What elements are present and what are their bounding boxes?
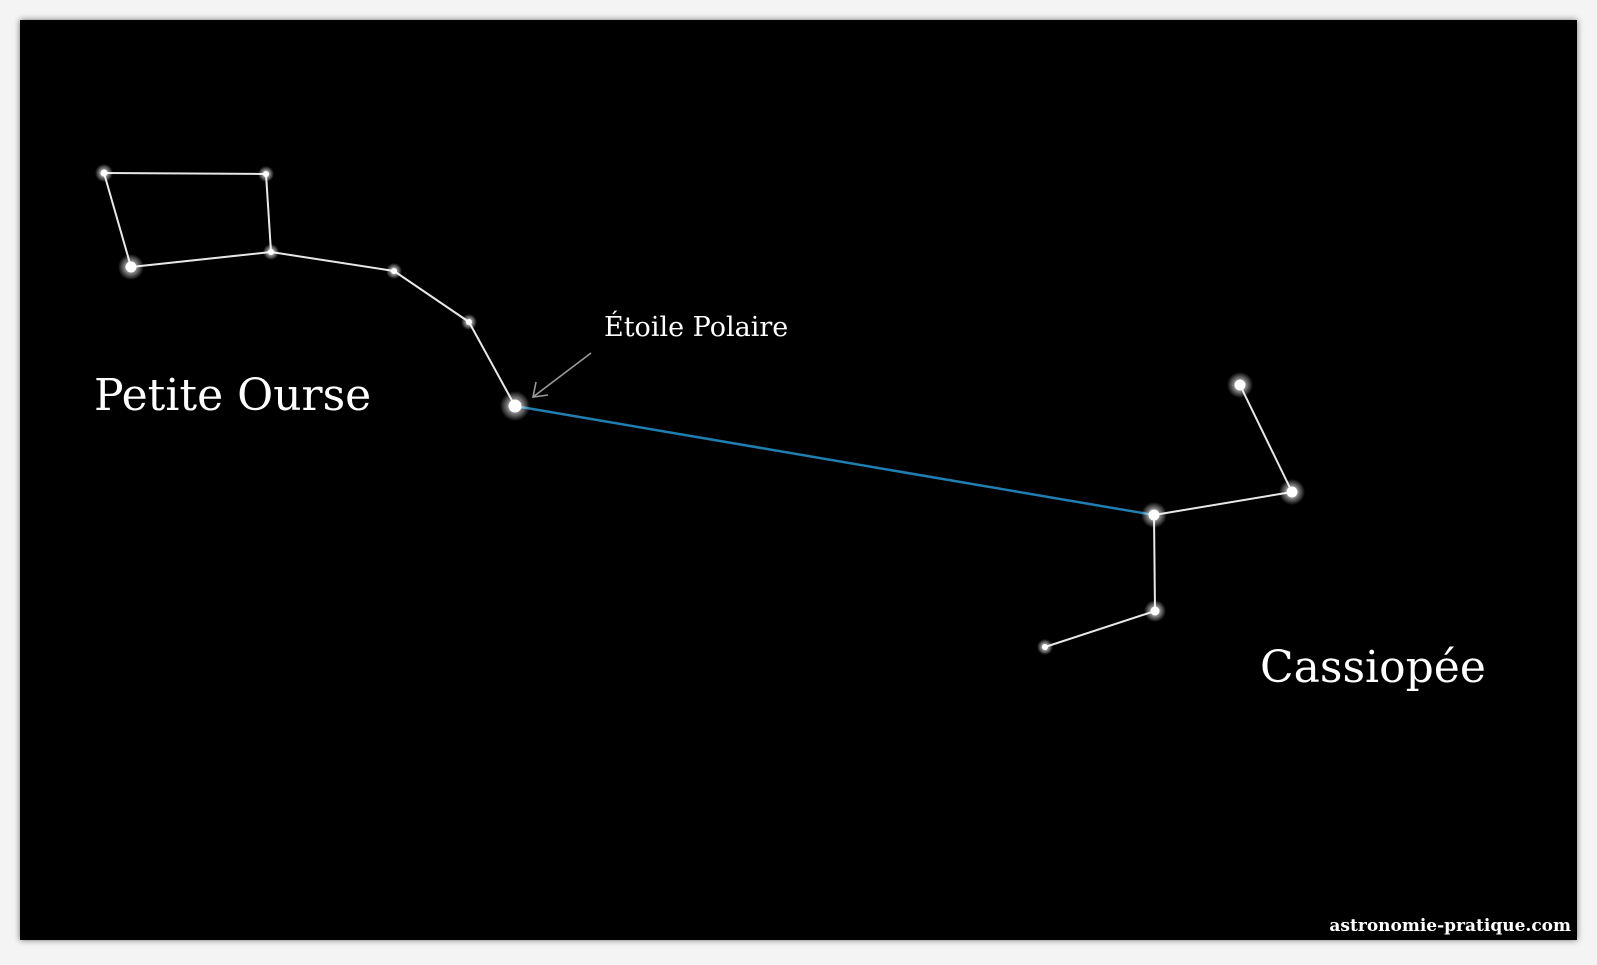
pointer-line: [514, 404, 1155, 517]
little-dipper-line: [130, 251, 272, 268]
little-dipper-label: Petite Ourse: [94, 370, 371, 421]
little-dipper-line: [393, 270, 470, 323]
little-dipper-line: [265, 173, 272, 253]
star-icon: [461, 314, 477, 330]
star-icon: [95, 164, 113, 182]
little-dipper-lines: [103, 172, 516, 407]
cassiopeia-line: [1153, 514, 1156, 612]
stars: [95, 164, 1305, 655]
star-icon: [1141, 502, 1167, 528]
star-icon: [1144, 600, 1166, 622]
night-sky-background: [20, 20, 1577, 940]
star-icon: [263, 244, 279, 260]
star-icon: [1037, 639, 1053, 655]
little-dipper-line: [270, 251, 395, 272]
star-icon: [118, 254, 144, 280]
little-dipper-line: [103, 172, 132, 268]
cassiopeia-line: [1153, 491, 1293, 516]
star-icon: [1227, 372, 1253, 398]
star-icon: [258, 166, 274, 182]
cassiopeia-line: [1044, 610, 1156, 648]
polaris-star-icon: [500, 391, 530, 421]
star-icon: [386, 263, 402, 279]
little-dipper-line: [103, 172, 267, 175]
credit-watermark: astronomie-pratique.com: [1329, 916, 1571, 936]
cassiopeia-label: Cassiopée: [1260, 642, 1486, 693]
arrow-icon: [531, 352, 592, 398]
little-dipper-line: [468, 321, 516, 407]
cassiopeia-line: [1239, 384, 1293, 493]
star-icon: [1279, 479, 1305, 505]
cassiopeia-lines: [1044, 384, 1293, 648]
polaris-label: Étoile Polaire: [604, 310, 788, 343]
